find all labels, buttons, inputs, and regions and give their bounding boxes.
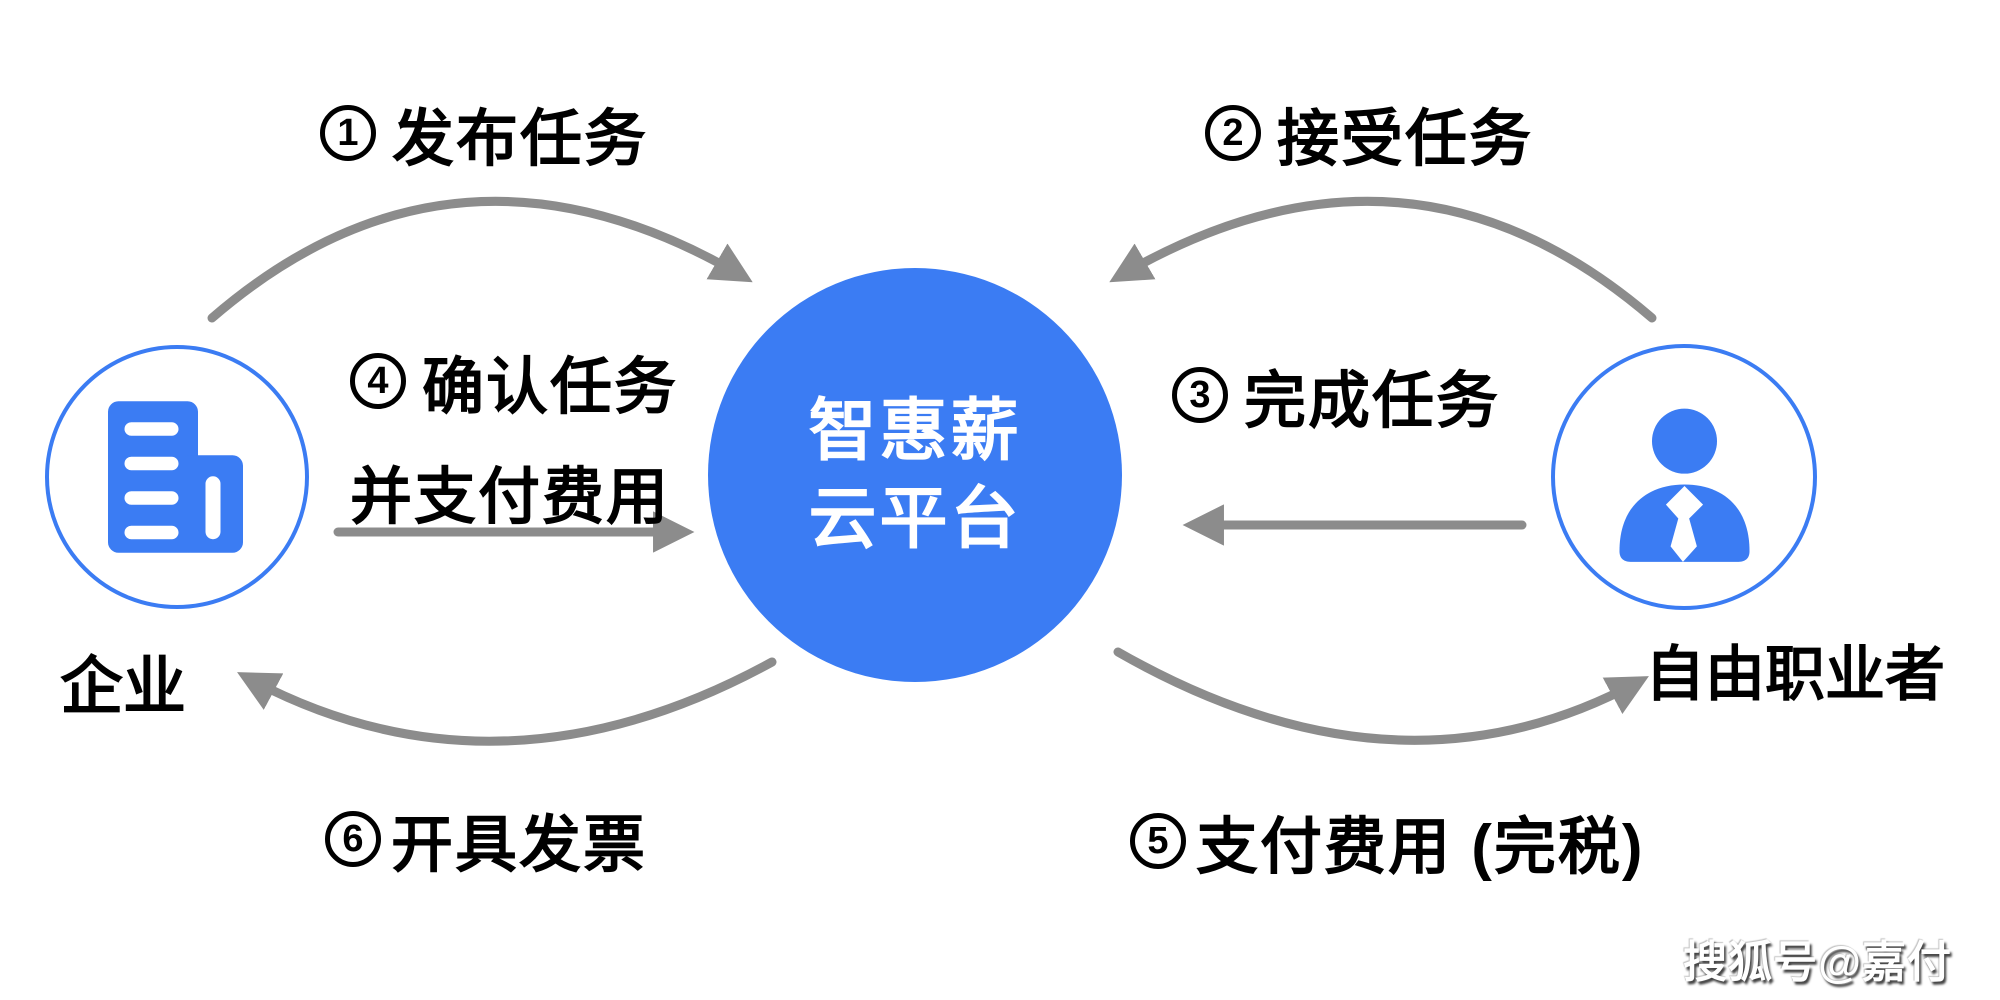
freelancer-node bbox=[1551, 344, 1817, 610]
step-5-pay-fee-taxed: 5 支付费用 (完税) bbox=[1130, 796, 1645, 886]
enterprise-label: 企业 bbox=[60, 652, 186, 722]
step-1-publish-task: 1 发布任务 bbox=[320, 88, 648, 178]
step-4-confirm-and-pay: 4 确认任务 并支付费用 bbox=[350, 336, 678, 536]
step-5-number: 5 bbox=[1130, 813, 1186, 869]
enterprise-node bbox=[45, 345, 309, 609]
sohu-watermark: 搜狐号@嘉付 bbox=[1683, 938, 1952, 987]
step-4-label-line2: 并支付费用 bbox=[350, 463, 671, 532]
building-icon bbox=[108, 401, 243, 553]
platform-node: 智惠薪 云平台 bbox=[708, 268, 1122, 682]
step-2-label: 接受任务 bbox=[1277, 105, 1534, 174]
person-tie-icon bbox=[1618, 408, 1750, 562]
step-1-label: 发布任务 bbox=[392, 105, 649, 174]
step-4-number: 4 bbox=[350, 353, 406, 409]
platform-name-line1: 智惠薪 bbox=[808, 392, 1022, 469]
arrow-step5-platform-to-freelancer bbox=[1113, 647, 1649, 745]
step-3-number: 3 bbox=[1172, 367, 1228, 423]
step-3-complete-task: 3 完成任务 bbox=[1172, 350, 1500, 440]
freelancer-label: 自由职业者 bbox=[1645, 641, 1945, 708]
step-2-number: 2 bbox=[1205, 105, 1261, 161]
step-4-label-line1: 确认任务 bbox=[422, 353, 679, 422]
platform-name-line2: 云平台 bbox=[808, 481, 1022, 557]
arrow-step2-freelancer-to-platform bbox=[1109, 196, 1657, 323]
step-6-issue-invoice: 6 开具发票 bbox=[325, 794, 647, 884]
arrow-step6-platform-to-enterprise bbox=[237, 657, 777, 746]
step-1-number: 1 bbox=[320, 105, 376, 161]
step-6-label: 开具发票 bbox=[391, 811, 648, 880]
arrow-step1-enterprise-to-platform bbox=[207, 196, 753, 323]
step-6-number: 6 bbox=[325, 811, 381, 867]
step-3-label: 完成任务 bbox=[1244, 367, 1501, 436]
step-2-accept-task: 2 接受任务 bbox=[1205, 88, 1533, 178]
step-5-label: 支付费用 (完税) bbox=[1196, 813, 1645, 882]
